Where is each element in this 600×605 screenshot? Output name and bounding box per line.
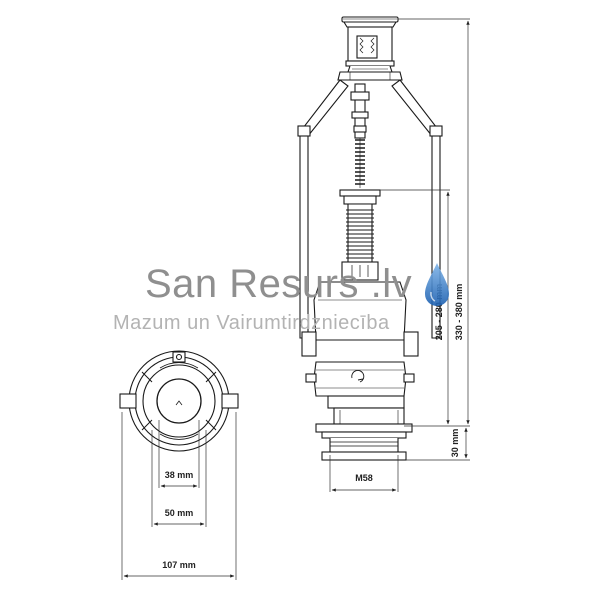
button-housing	[345, 26, 395, 73]
outlet-body	[315, 395, 413, 461]
dim-thread: M58	[355, 473, 373, 483]
watermark-title: San Resurs .lv	[145, 262, 413, 306]
float-top-plate	[339, 189, 381, 205]
float-body	[301, 261, 419, 357]
dim-water-level-range: 205 - 280 mm	[434, 284, 444, 341]
top-collar	[337, 71, 403, 81]
seal-housing	[305, 361, 415, 397]
dim-inner-diameter: 38 mm	[165, 470, 194, 480]
dim-outer-diameter: 50 mm	[165, 508, 194, 518]
flush-valve-top-view	[119, 350, 239, 452]
dimension-lines	[121, 18, 470, 580]
dim-base-height: 30 mm	[450, 429, 460, 458]
bellows-tube	[346, 203, 374, 263]
watermark-subtitle: Mazum un Vairumtirdzniecība	[113, 312, 390, 334]
dim-overall-width: 107 mm	[162, 560, 196, 570]
push-button-cap	[341, 16, 399, 28]
center-rod	[350, 83, 370, 188]
dim-overall-height-range: 330 - 380 mm	[454, 284, 464, 341]
water-drop-icon	[425, 263, 449, 306]
flush-valve-side-view	[297, 16, 443, 461]
